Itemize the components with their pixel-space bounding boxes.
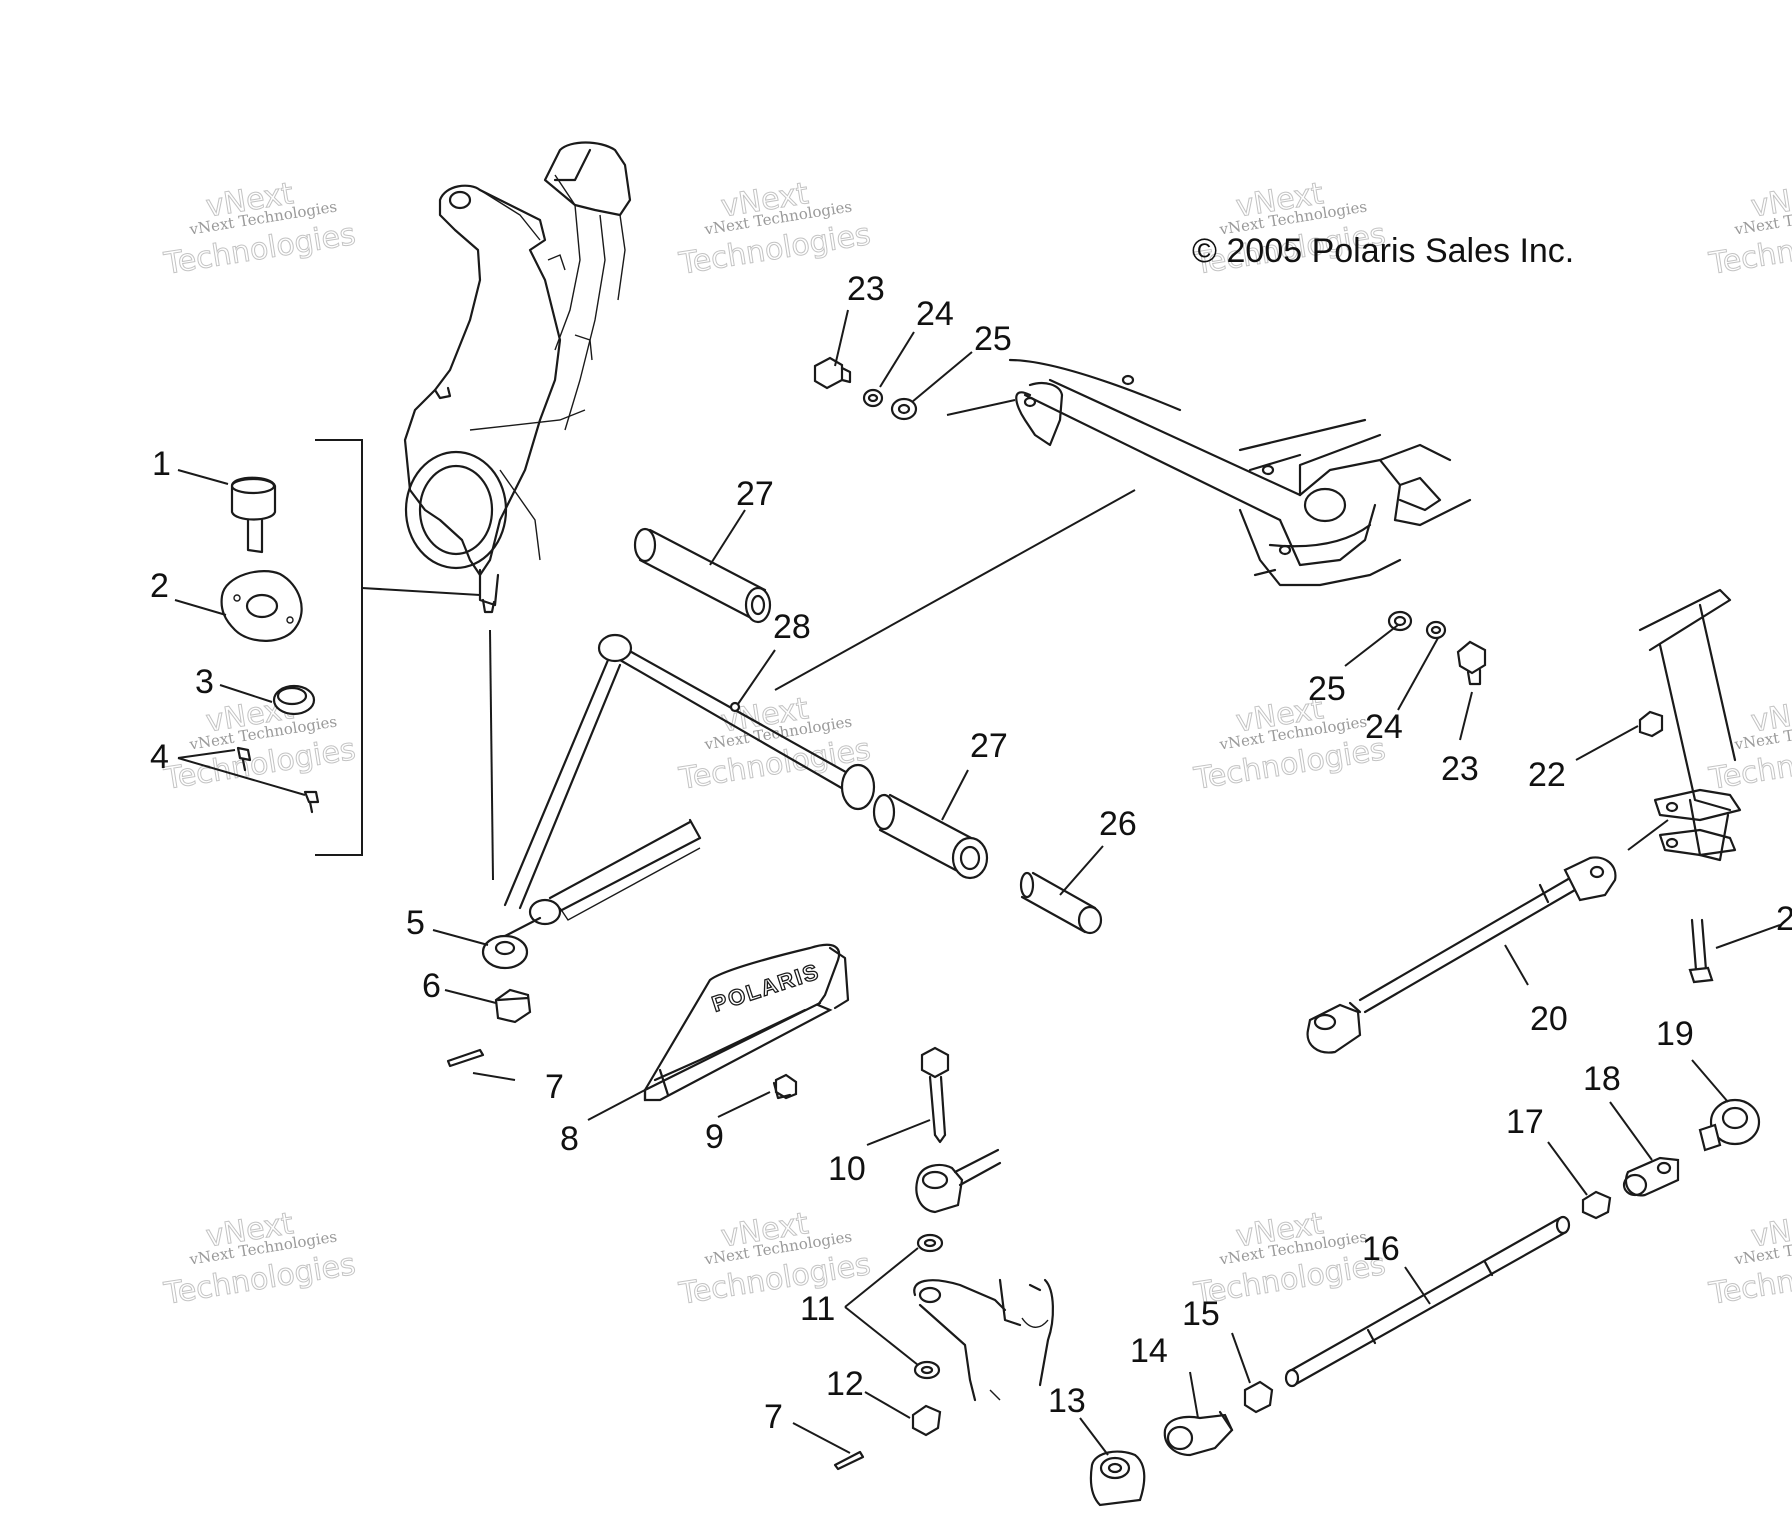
- jam-nut-15: [1243, 1380, 1274, 1414]
- steering-post: [1638, 588, 1742, 862]
- frame-bolt-set-bottom: [1387, 610, 1487, 686]
- callout-20: 20: [1530, 1000, 1568, 1038]
- watermark-tile: vNext vNext Technologies Technologies: [161, 176, 359, 283]
- ball-joint-plate: [220, 570, 303, 642]
- alignment-line: [946, 399, 1016, 416]
- watermark-tile: vNext vNext Technologies Technologies: [676, 176, 874, 283]
- callout-7b: 7: [764, 1398, 783, 1436]
- callout-10: 10: [828, 1150, 866, 1188]
- callout-11: 11: [800, 1290, 835, 1328]
- callout-24-top: 24: [916, 295, 954, 333]
- callout-16: 16: [1362, 1230, 1400, 1268]
- callout-1: 1: [152, 445, 171, 483]
- frame-member: [1008, 358, 1472, 587]
- callouts: 1 2 3 4 5 6 7 8 9 10 11 12 7 13 14 15 16…: [150, 270, 1792, 1436]
- callout-14: 14: [1130, 1332, 1168, 1370]
- nut-22: [1638, 710, 1664, 738]
- callout-25-bottom: 25: [1308, 670, 1346, 708]
- bolt-10: [920, 1046, 950, 1144]
- watermark-tile: vNext vNext Technologies Technologies: [1706, 1206, 1792, 1313]
- callout-25-top: 25: [974, 320, 1012, 358]
- callout-3: 3: [195, 663, 214, 701]
- cotter-pin: [446, 1048, 485, 1068]
- pivot-bushing-lower: [872, 793, 989, 880]
- alignment-line: [1627, 819, 1669, 851]
- rod-end-14: [1163, 1410, 1234, 1457]
- rod-end-lower: [915, 1148, 1002, 1214]
- leader-lines: [174, 309, 1781, 1456]
- callout-26: 26: [1099, 805, 1137, 843]
- callout-22: 22: [1528, 756, 1566, 794]
- jam-nut-17: [1581, 1190, 1612, 1220]
- watermark-tile: vNext vNext Technologies Technologies: [1191, 691, 1389, 798]
- callout-27-top: 27: [736, 475, 774, 513]
- callout-27-bottom: 27: [970, 727, 1008, 765]
- copyright-notice: © 2005 Polaris Sales Inc.: [1192, 232, 1574, 270]
- kit-bracket: [315, 439, 494, 881]
- callout-9: 9: [705, 1118, 724, 1156]
- pivot-sleeve: [1019, 871, 1103, 935]
- callout-21: 21: [1776, 900, 1792, 938]
- watermark-tile: vNext vNext Technologies Technologies: [1706, 176, 1792, 283]
- grease-fittings: [236, 746, 320, 814]
- bolt-21: [1688, 918, 1714, 984]
- washers-11: [913, 1233, 944, 1380]
- callout-7: 7: [545, 1068, 564, 1106]
- callout-24-bottom: 24: [1365, 708, 1403, 746]
- callout-28: 28: [773, 608, 811, 646]
- callout-23-top: 23: [847, 270, 885, 308]
- callout-23-bottom: 23: [1441, 750, 1479, 788]
- callout-18: 18: [1583, 1060, 1621, 1098]
- retaining-ring: [272, 684, 316, 716]
- watermark-tile: vNext vNext Technologies Technologies: [1706, 691, 1792, 798]
- frame-bolt-set-top: [813, 356, 918, 421]
- rod-end-19: [1698, 1098, 1761, 1152]
- pivot-bushing-upper: [633, 527, 772, 624]
- callout-19: 19: [1656, 1015, 1694, 1053]
- nut-12: [911, 1404, 942, 1437]
- castle-nut: [494, 988, 532, 1024]
- watermark-tile: vNext vNext Technologies Technologies: [676, 1206, 874, 1313]
- callout-2: 2: [150, 567, 169, 605]
- cotter-pin: [833, 1450, 865, 1471]
- screw-9: [772, 1073, 798, 1100]
- callout-17: 17: [1506, 1103, 1544, 1141]
- callout-13: 13: [1048, 1382, 1086, 1420]
- rod-end-18: [1622, 1156, 1680, 1197]
- grease-zerk: [729, 701, 741, 713]
- callout-15: 15: [1182, 1295, 1220, 1333]
- callout-6: 6: [422, 967, 441, 1005]
- alignment-line: [774, 489, 1136, 691]
- a-arm-guard: POLARIS: [643, 943, 850, 1102]
- a-arm: [481, 633, 876, 970]
- tie-rod: [1306, 856, 1617, 1054]
- steering-knuckle: [403, 141, 632, 614]
- callout-5: 5: [406, 904, 425, 942]
- callout-12: 12: [826, 1365, 864, 1403]
- spindle-arm: [913, 1278, 1055, 1402]
- watermarks: vNext vNext Technologies Technologies vN…: [161, 176, 1792, 1313]
- ball-joint: [230, 476, 277, 554]
- callout-8: 8: [560, 1120, 579, 1158]
- rod-end-13: [1089, 1450, 1146, 1507]
- watermark-tile: vNext vNext Technologies Technologies: [161, 1206, 359, 1313]
- callout-4: 4: [150, 738, 169, 776]
